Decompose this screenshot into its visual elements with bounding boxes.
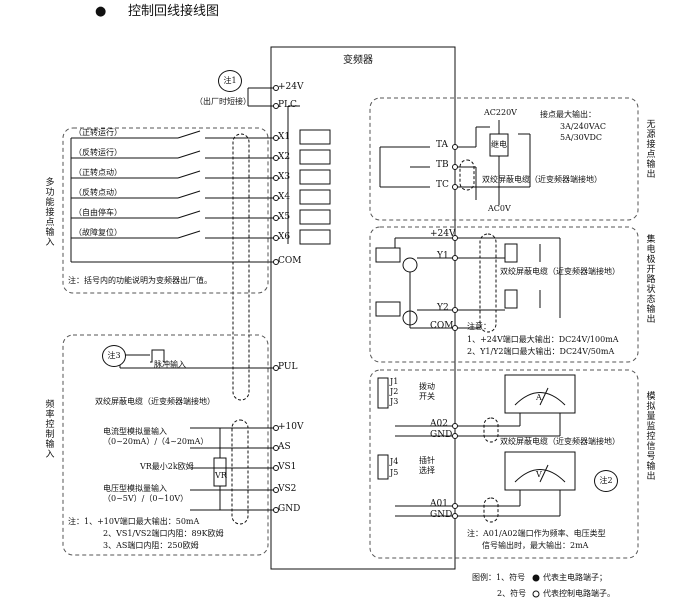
- pulse-input-label: 脉冲输入: [154, 360, 186, 369]
- terminal-x5: X5: [278, 212, 291, 222]
- inverter-body: [270, 46, 456, 570]
- dial-switch-label: 拨动开关: [419, 382, 435, 401]
- freq-shield-label: 双绞屏蔽电缆（近变频器端接地）: [95, 397, 215, 406]
- terminal-y1: Y1: [437, 251, 449, 261]
- main-terminal-symbol: [533, 575, 539, 581]
- multi-function-side-label: 多功能接点输入: [45, 178, 55, 248]
- note2-circle: 注2: [594, 470, 618, 492]
- terminal-x4: X4: [278, 192, 291, 202]
- terminal-ta: TA: [436, 140, 449, 150]
- jumper-j1: J1: [390, 377, 399, 386]
- terminal-gnd: GND: [278, 504, 301, 514]
- relay-spec-2: 5A/30VDC: [560, 133, 603, 142]
- terminal-24v-right: +24V: [430, 229, 456, 239]
- voltage-input-label: 电压型模拟量输入: [103, 484, 167, 493]
- input-label-3: （正转点动）: [74, 168, 122, 177]
- terminal-x2: X2: [278, 152, 291, 162]
- factory-short-note: （出厂时短接）: [195, 97, 251, 106]
- bullet: ●: [95, 4, 107, 19]
- freq-control-side-label: 频率控制输入: [45, 400, 55, 460]
- terminal-x1: X1: [278, 132, 291, 142]
- jumper-j3: J3: [390, 397, 399, 406]
- oc-notes-title: 注意：: [467, 322, 491, 331]
- voltmeter-label: V: [536, 470, 542, 479]
- input-label-2: （反转运行）: [74, 148, 122, 157]
- analog-note-2: 信号输出时，最大输出：2mA: [482, 541, 589, 550]
- relay-spec-title: 接点最大输出：: [540, 110, 596, 119]
- relay-coil-label: 继电: [491, 140, 507, 149]
- current-input-label: 电流型模拟量输入: [103, 427, 167, 436]
- terminal-com-right: COM: [430, 321, 454, 331]
- relay-spec-1: 3A/240VAC: [560, 122, 606, 131]
- oc-shield-label: 双绞屏蔽电缆（近变频器端接地）: [500, 267, 620, 276]
- pin-select-label: 插针选择: [419, 456, 435, 475]
- terminal-a02: A02: [430, 419, 448, 429]
- analog-note-1: 注：A01/A02端口作为频率、电压类型: [467, 529, 606, 538]
- jumper-j2: J2: [390, 387, 399, 396]
- oc-note-1: 1、+24V端口最大输出：DC24V/100mA: [467, 335, 619, 344]
- terminal-vs1: VS1: [278, 462, 297, 472]
- terminal-tb: TB: [436, 160, 449, 170]
- terminal-vs2: VS2: [278, 484, 297, 494]
- input-label-4: （反转点动）: [74, 188, 122, 197]
- page-title: 控制回线接线图: [128, 4, 220, 19]
- freq-note-3: 3、AS端口内阻：250欧姆: [103, 541, 199, 550]
- relay-shield-label: 双绞屏蔽电缆（近变频器端接地）: [482, 175, 602, 184]
- legend-control-desc: 代表控制电路端子。: [543, 589, 615, 598]
- ac220v-label: AC220V: [484, 108, 517, 117]
- voltage-input-range: （0~5V）/（0~10V）: [103, 494, 189, 503]
- terminal-plc: PLC: [278, 100, 297, 110]
- input-label-1: （正转运行）: [74, 128, 122, 137]
- terminal-10v: +10V: [278, 422, 304, 432]
- vr-min-label: VR最小2k欧姆: [140, 462, 194, 471]
- oc-side-label: 集电极开路状态输出: [646, 235, 656, 325]
- ac0v-label: AC0V: [488, 204, 511, 213]
- multi-function-note: 注：括号内的功能说明为变频器出厂值。: [68, 276, 212, 285]
- freq-note-1: 注：1、+10V端口最大输出：50mA: [68, 517, 200, 526]
- input-switches: [71, 130, 276, 263]
- terminal-24v: +24V: [278, 82, 304, 92]
- analog-side-label: 模拟量监控信号输出: [646, 392, 656, 482]
- terminal-gnd-a01: GND: [430, 510, 453, 520]
- terminal-x6: X6: [278, 232, 291, 242]
- terminal-com: COM: [278, 256, 302, 266]
- legend-num2: 2、符号: [497, 589, 527, 598]
- vr-label: VR: [215, 471, 227, 480]
- freq-note-2: 2、VS1/VS2端口内阻：89K欧姆: [103, 529, 224, 538]
- jumper-j5: J5: [390, 468, 399, 477]
- terminal-gnd-a02: GND: [430, 430, 453, 440]
- terminal-x3: X3: [278, 172, 291, 182]
- input-label-6: （故障复位）: [74, 228, 122, 237]
- legend-main-desc: 代表主电路端子；: [543, 573, 607, 582]
- oc-note-2: 2、Y1/Y2端口最大输出：DC24V/50mA: [467, 347, 615, 356]
- note1-circle: 注1: [218, 70, 242, 92]
- terminal-pul: PUL: [278, 362, 298, 372]
- input-optocouplers: [287, 105, 331, 245]
- terminal-a01: A01: [430, 499, 448, 509]
- inverter-title: 变频器: [343, 55, 373, 66]
- ammeter-label: A: [536, 393, 542, 402]
- terminal-as: AS: [278, 442, 291, 452]
- terminal-tc: TC: [436, 180, 449, 190]
- terminal-y2: Y2: [437, 303, 449, 313]
- current-input-range: （0~20mA）/（4~20mA）: [103, 437, 209, 446]
- legend-title: 图例：1、符号: [472, 573, 526, 582]
- note3-circle: 注3: [102, 345, 126, 367]
- jumper-j4: J4: [390, 457, 399, 466]
- input-label-5: （自由停车）: [74, 208, 122, 217]
- terminal-markers: [273, 85, 540, 598]
- analog-shield-label: 双绞屏蔽电缆（近变频器端接地）: [500, 437, 620, 446]
- relay-side-label: 无源接点输出: [646, 120, 656, 180]
